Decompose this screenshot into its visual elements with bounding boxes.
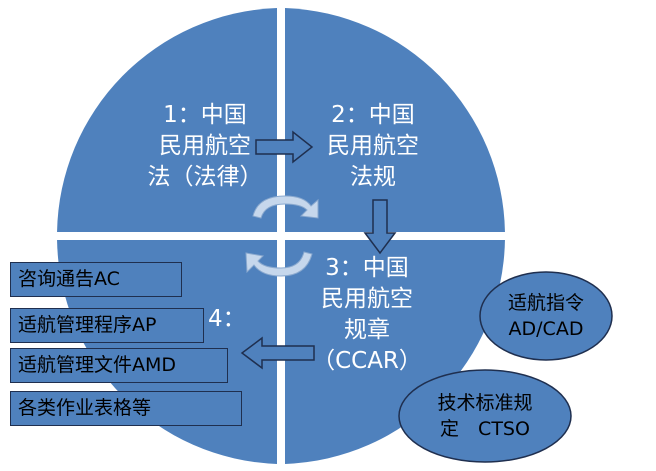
quadrant-4-label: 4：: [208, 306, 246, 332]
arrow-1-to-2: [255, 130, 314, 164]
oval-ad: [479, 271, 613, 361]
doc-box-forms: 各类作业表格等: [10, 391, 242, 426]
doc-box-amd: 适航管理文件AMD: [10, 348, 228, 383]
doc-box-ap: 适航管理程序AP: [10, 308, 204, 343]
oval-ctso-label: 技术标准规 定 CTSO: [437, 392, 533, 440]
quadrant-3-label: 3：中国 民用航空 规章 （CCAR）: [312, 255, 422, 374]
arrow-3-to-4: [240, 336, 315, 370]
quadrant-1: [57, 8, 277, 233]
quadrant-1-label: 1：中国 民用航空 法（法律）: [147, 102, 263, 190]
cycle-arrow-bottom: [245, 251, 313, 277]
quadrant-2: [285, 8, 505, 233]
oval-ctso: [398, 369, 572, 463]
cycle-arrow-top: [252, 195, 319, 219]
quadrant-3: [285, 240, 505, 464]
doc-box-ac: 咨询通告AC: [10, 262, 182, 297]
quadrant-2-label: 2：中国 民用航空 法规: [327, 102, 419, 190]
arrow-2-to-3: [363, 199, 397, 255]
oval-ad-label: 适航指令 AD/CAD: [507, 292, 584, 340]
